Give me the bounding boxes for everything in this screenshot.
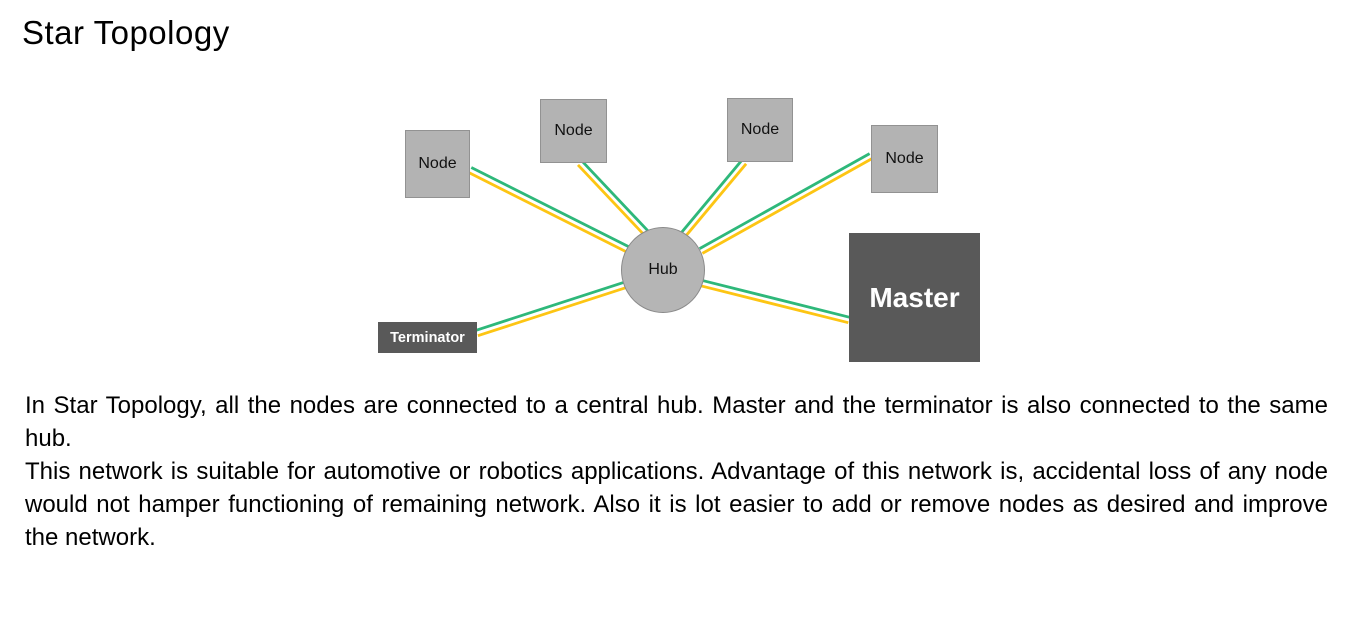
terminator-label: Terminator [390, 329, 465, 346]
wire-yellow [468, 171, 629, 254]
wire-green [701, 278, 851, 319]
wire-green [470, 166, 631, 249]
node-box-1: Node [405, 130, 470, 198]
hub-label: Hub [648, 261, 678, 278]
wire-green [580, 160, 652, 235]
master-label: Master [869, 281, 960, 313]
node-label: Node [740, 121, 780, 138]
wire-yellow [699, 284, 849, 325]
hub-circle: Hub [621, 227, 705, 313]
wire-yellow [477, 285, 630, 338]
wire-yellow [576, 163, 648, 238]
wire-green [698, 152, 871, 250]
description-text: In Star Topology, all the nodes are conn… [25, 389, 1328, 554]
node-box-3: Node [727, 98, 793, 162]
page-title: Star Topology [22, 14, 230, 51]
master-box: Master [849, 233, 980, 362]
description-paragraph-2: This network is suitable for automotive … [25, 458, 1328, 551]
wire-yellow [684, 162, 748, 238]
node-box-4: Node [871, 125, 938, 193]
wire-yellow [701, 157, 874, 255]
terminator-box: Terminator [378, 322, 477, 353]
description-paragraph-1: In Star Topology, all the nodes are conn… [25, 392, 1328, 452]
wire-green [475, 279, 628, 332]
node-label: Node [418, 155, 457, 172]
node-label: Node [554, 122, 593, 139]
node-label: Node [885, 150, 924, 167]
node-box-2: Node [540, 99, 607, 163]
wire-green [679, 159, 743, 235]
